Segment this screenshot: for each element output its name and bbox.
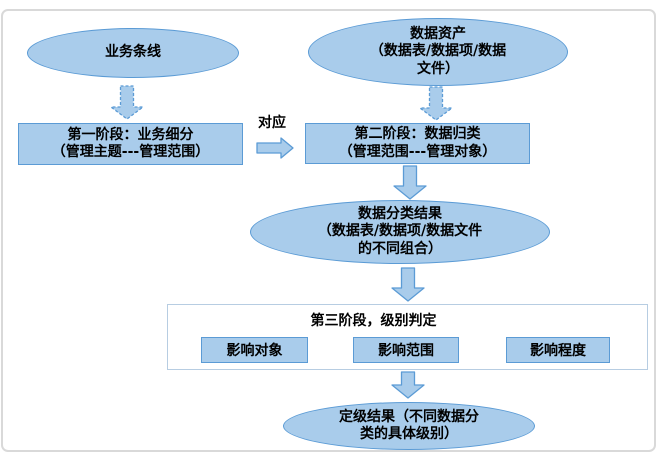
factor-impact-scope: 影响范围 <box>353 337 459 363</box>
node-stage3: 第三阶段，级别判定 影响对象 影响范围 影响程度 <box>167 304 648 370</box>
node-stage1: 第一阶段：业务细分 （管理主题---管理范围） <box>18 123 243 165</box>
arrow-stage2-to-classification <box>393 165 427 200</box>
arrow-asset-to-stage2 <box>419 86 453 121</box>
factor-impact-degree: 影响程度 <box>506 337 610 363</box>
node-data-asset: 数据资产 （数据表/数据项/数据 文件） <box>308 18 568 86</box>
node-business-line: 业务条线 <box>27 28 239 78</box>
arrow-classification-to-stage3 <box>391 267 425 302</box>
node-classification-result: 数据分类结果 （数据表/数据项/数据文件 的不同组合） <box>250 200 550 264</box>
mapping-label: 对应 <box>258 115 286 131</box>
stage3-title: 第三阶段，级别判定 <box>310 313 437 329</box>
node-grading-result: 定级结果（不同数据分 类的具体级别） <box>283 402 535 450</box>
arrow-business-to-stage1 <box>110 85 144 120</box>
arrow-stage1-to-stage2 <box>256 137 294 159</box>
arrow-stage3-to-grading <box>391 371 425 399</box>
node-stage2: 第二阶段：数据归类 （管理范围---管理对象） <box>305 123 530 164</box>
factor-impact-object: 影响对象 <box>201 337 308 363</box>
